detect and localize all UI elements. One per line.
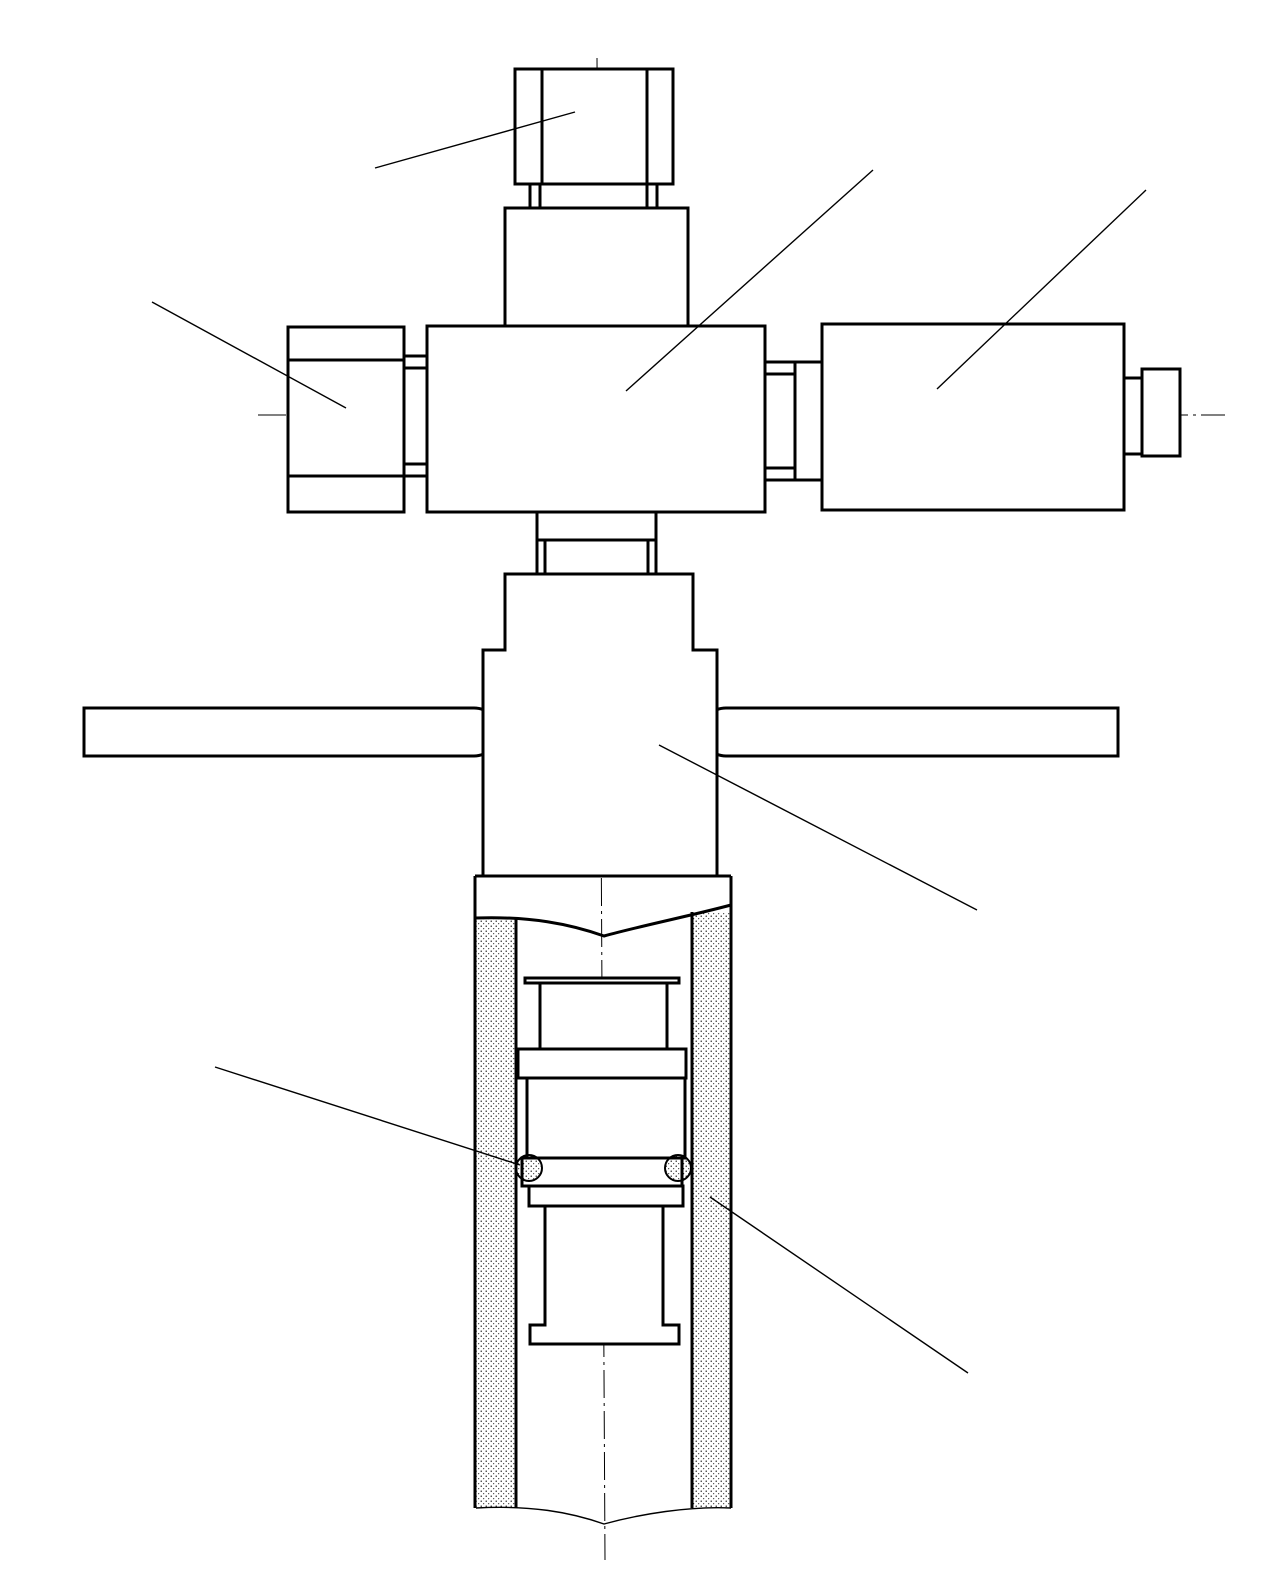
cap-thread-neck [528,182,659,210]
left-thread-neck [402,354,429,478]
upper-neck [503,206,690,328]
left-union-nut [286,325,406,514]
lower-neck [535,510,658,576]
central-body [425,324,767,514]
o-ring [515,1154,692,1182]
leader-1 [374,111,576,169]
outer-tube [473,874,733,1525]
leader-7 [709,1196,969,1374]
leader-lines [151,111,1147,1374]
right-handle [700,706,1120,758]
lower-stepped-body [481,572,719,878]
leader-6 [214,1066,521,1166]
right-thread-neck [763,360,824,482]
right-cylinder [820,322,1126,512]
leader-4 [151,301,347,409]
inner-plunger [516,976,688,1346]
leader-2 [625,169,874,392]
leader-3 [936,189,1147,390]
center-lines [258,57,1225,1561]
right-end-plug [1122,367,1182,458]
left-handle [82,706,500,758]
leader-5 [658,744,978,911]
top-cap-nut [513,67,675,186]
